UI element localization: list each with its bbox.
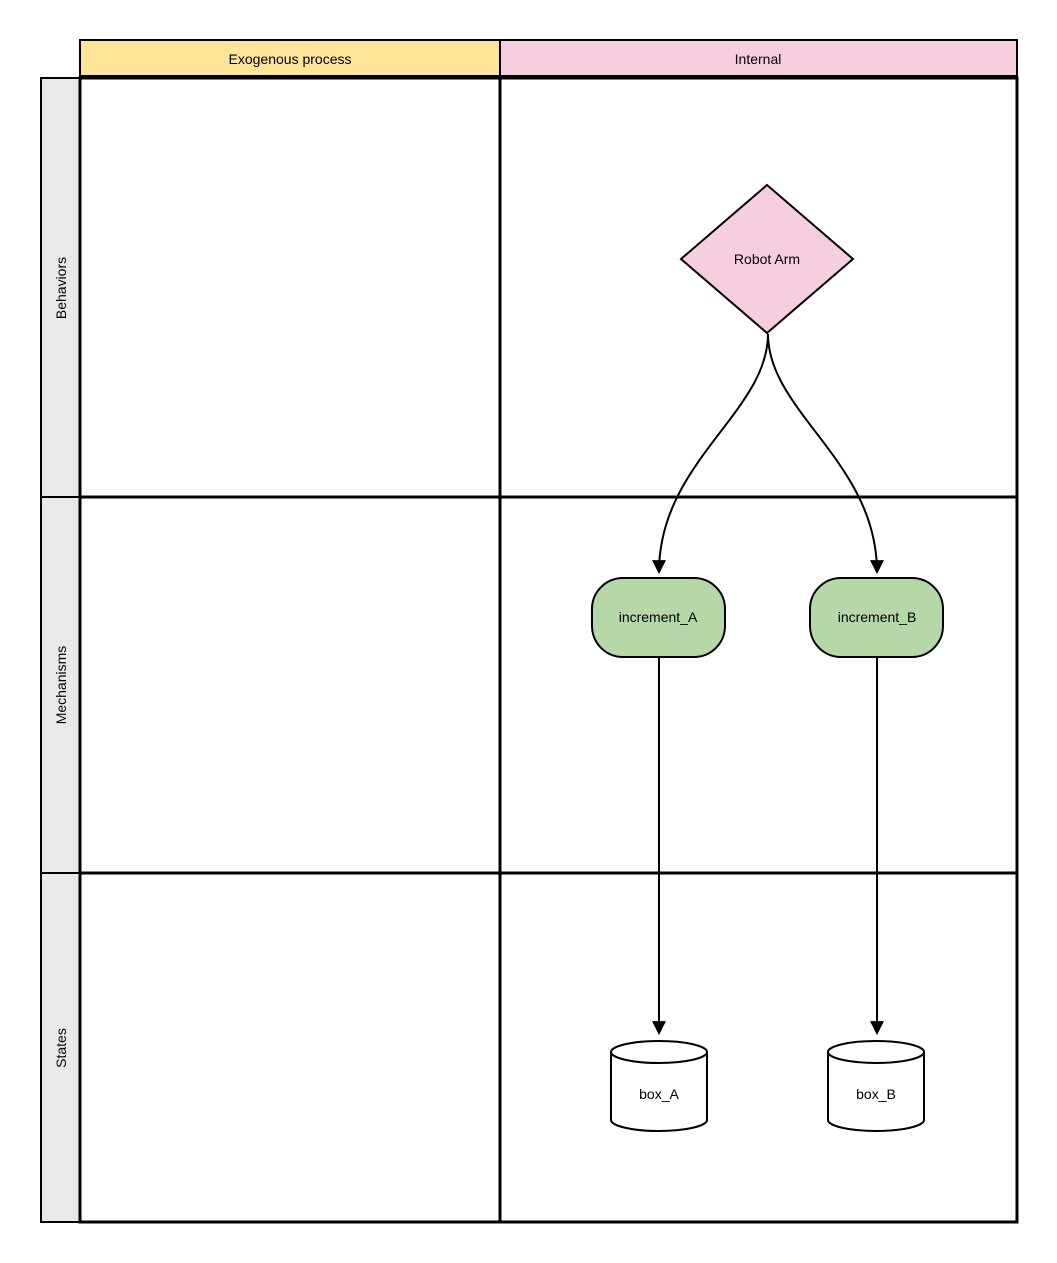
state-node-box-b xyxy=(827,1040,925,1132)
header-label-internal: Internal xyxy=(734,51,782,67)
node-label-increment-b: increment_B xyxy=(837,609,917,625)
cell-mechanisms-internal xyxy=(498,495,1019,875)
cylinder-top-ellipse xyxy=(610,1040,708,1064)
header-label-exogenous-process: Exogenous process xyxy=(228,51,352,67)
node-label-increment-a: increment_A xyxy=(618,609,698,625)
cell-mechanisms-exogenous xyxy=(78,495,502,875)
mechanism-node-increment-a xyxy=(591,577,726,658)
node-label-box-a: box_A xyxy=(639,1086,679,1102)
header-cell-internal xyxy=(499,39,1018,77)
row-label-cell-states xyxy=(40,872,81,1223)
cell-states-exogenous xyxy=(78,871,502,1224)
node-label-robot-arm: Robot Arm xyxy=(733,251,801,267)
mechanism-node-increment-b xyxy=(809,577,944,658)
cell-states-internal xyxy=(498,871,1019,1224)
state-node-box-a xyxy=(610,1040,708,1132)
cell-behaviors-exogenous xyxy=(78,76,502,499)
header-cell-exogenous-process xyxy=(79,39,501,77)
row-label-states: States xyxy=(53,1028,69,1068)
node-label-box-b: box_B xyxy=(856,1086,896,1102)
cylinder-top-ellipse xyxy=(827,1040,925,1064)
edge-robotarm-to-increment-b xyxy=(767,333,884,575)
row-label-mechanisms: Mechanisms xyxy=(53,645,69,725)
row-label-behaviors: Behaviors xyxy=(53,256,69,320)
edge-robotarm-to-increment-a xyxy=(652,333,769,575)
decision-node-robot-arm xyxy=(679,183,855,335)
